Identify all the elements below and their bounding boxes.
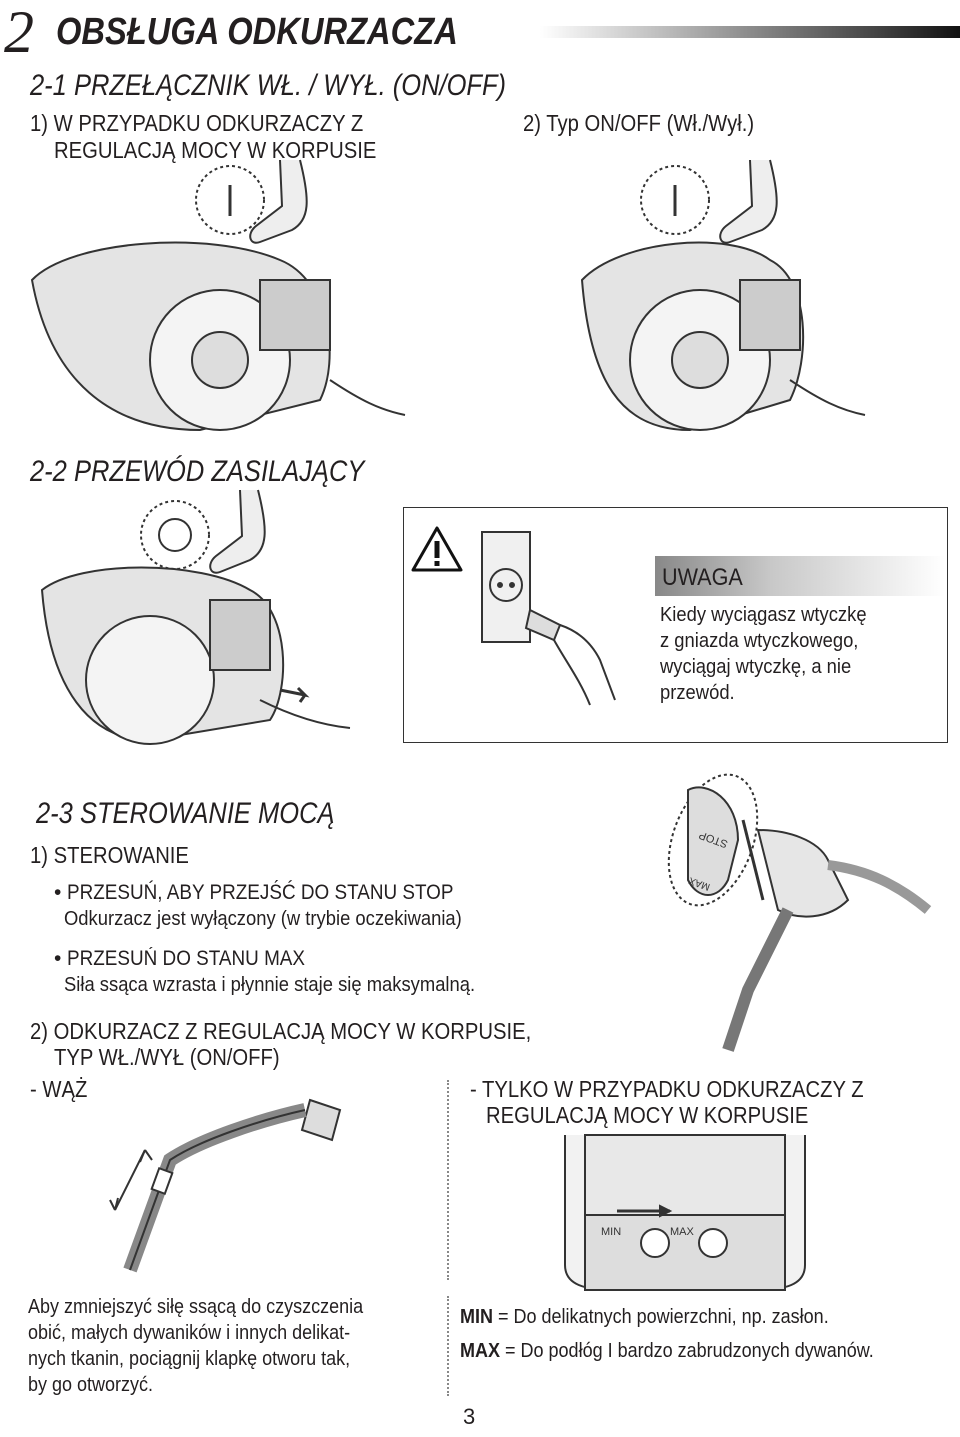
caution-title-bar xyxy=(655,556,945,596)
section-2-1-sub1-line2: REGULACJĄ MOCY W KORPUSIE xyxy=(54,137,377,163)
section-2-1-sub2: 2) Typ ON/OFF (Wł./Wył.) xyxy=(523,110,755,136)
section-2-1-sub1-line1: 1) W PRZYPADKU ODKURZACZY Z xyxy=(30,110,364,136)
max-term: MAX xyxy=(460,1340,501,1362)
column-divider-lower xyxy=(447,1296,449,1396)
plug-socket-illustration xyxy=(481,531,616,706)
dial-min-label: MIN xyxy=(601,1226,621,1238)
min-term: MIN xyxy=(460,1306,494,1328)
hose-handle-illustration xyxy=(109,1098,342,1273)
bullet-stop: PRZESUŃ, ABY PRZEJŚĆ DO STANU STOP xyxy=(54,880,497,906)
section-2-1-title: 2-1 PRZEŁĄCZNIK WŁ. / WYŁ. (ON/OFF) xyxy=(30,69,507,102)
hose-note-line-1: Aby zmniejszyć siłę ssącą do czyszczenia xyxy=(28,1296,364,1318)
chapter-number: 2 xyxy=(4,0,34,65)
chapter-header-bar xyxy=(540,26,960,38)
column-divider-upper xyxy=(447,1080,449,1280)
max-definition: MAX = Do podłóg I bardzo zabrudzonych dy… xyxy=(460,1338,920,1364)
hose-note-line-4: by go otworzyć. xyxy=(28,1374,154,1396)
bullet-stop-desc: Odkurzacz jest wyłączony (w trybie oczek… xyxy=(64,908,462,930)
hose-label: - WĄŻ xyxy=(30,1076,88,1102)
max-desc: = Do podłóg I bardzo zabrudzonych dywanó… xyxy=(505,1340,874,1362)
body-control-label-line2: REGULACJĄ MOCY W KORPUSIE xyxy=(486,1102,809,1128)
caution-title: UWAGA xyxy=(662,564,743,591)
vacuum-illustration-2 xyxy=(580,159,866,432)
hose-note-line-2: obić, małych dywaników i innych delikat- xyxy=(28,1322,351,1344)
caution-line-2: z gniazda wtyczkowego, xyxy=(660,630,859,652)
section-2-3-sub2-line2: TYP WŁ./WYŁ (ON/OFF) xyxy=(54,1044,280,1070)
section-2-2-title: 2-2 PRZEWÓD ZASILAJĄCY xyxy=(30,455,365,488)
bullet-max-desc: Siła ssąca wzrasta i płynnie staje się m… xyxy=(64,974,476,996)
section-2-3-sub2-line1: 2) ODKURZACZ Z REGULACJĄ MOCY W KORPUSIE… xyxy=(30,1018,532,1044)
min-definition: MIN = Do delikatnych powierzchni, np. za… xyxy=(460,1304,870,1330)
body-control-label-line1: - TYLKO W PRZYPADKU ODKURZACZY Z xyxy=(470,1076,864,1102)
section-2-3-sub1: 1) STEROWANIE xyxy=(30,842,189,868)
vacuum-illustration-1 xyxy=(30,159,406,432)
caution-line-3: wyciągaj wtyczkę, a nie xyxy=(660,656,852,678)
caution-box xyxy=(403,507,948,743)
vacuum-cord-illustration xyxy=(40,489,351,745)
bullet-max: PRZESUŃ DO STANU MAX xyxy=(54,946,332,972)
section-2-3-title: 2-3 STEROWANIE MOCĄ xyxy=(36,797,335,830)
hose-note-line-3: nych tkanin, pociągnij klapkę otworu tak… xyxy=(28,1348,351,1370)
hose-handle-control-illustration: STOP MAX xyxy=(667,773,932,1052)
dial-max-label: MAX xyxy=(670,1226,695,1238)
caution-line-1: Kiedy wyciągasz wtyczkę xyxy=(660,604,867,626)
body-power-control-illustration: MIN MAX xyxy=(564,1134,806,1291)
page-number: 3 xyxy=(463,1404,476,1429)
min-desc: = Do delikatnych powierzchni, np. zasłon… xyxy=(498,1306,829,1328)
chapter-title: OBSŁUGA ODKURZACZA xyxy=(56,11,458,53)
warning-icon xyxy=(411,526,463,572)
caution-line-4: przewód. xyxy=(660,682,735,704)
